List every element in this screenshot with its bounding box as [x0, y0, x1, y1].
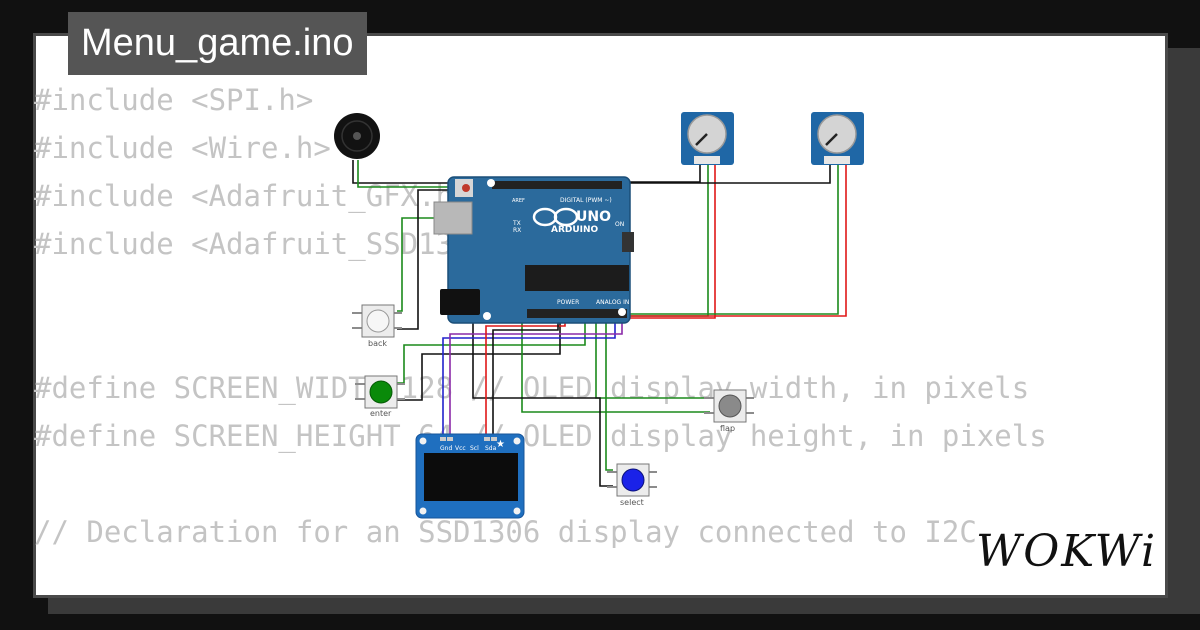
- wire: [630, 163, 831, 184]
- analog-label: ANALOG IN: [596, 299, 629, 306]
- project-title: Menu_game.ino: [68, 12, 367, 75]
- oled-pin-label: Gnd: [440, 445, 452, 452]
- oled-pin-label: Scl: [470, 445, 479, 452]
- back-button-label: back: [368, 339, 387, 348]
- wire: [397, 322, 561, 401]
- board-model: UNO: [576, 209, 611, 225]
- aref-label: AREF: [512, 198, 525, 204]
- arduino-uno-board[interactable]: ARDUINO UNO DIGITAL (PWM ~) POWER ANALOG…: [433, 176, 634, 324]
- potentiometer-2[interactable]: [811, 112, 864, 165]
- wokwi-logo: WOKWi: [976, 526, 1158, 577]
- enter-button[interactable]: enter: [355, 375, 405, 418]
- tx-label: TX: [512, 220, 521, 227]
- icsp-header: [622, 232, 634, 252]
- flap-button-label: flap: [720, 424, 735, 433]
- wire: [630, 163, 847, 317]
- oled-pin-label: Vcc: [455, 445, 466, 452]
- oled-display[interactable]: Gnd Vcc Scl Sda ★: [415, 433, 525, 519]
- wire: [521, 322, 710, 413]
- code-line: #include <Wire.h>: [34, 131, 331, 165]
- power-analog-header[interactable]: [527, 309, 627, 318]
- wire: [449, 322, 623, 438]
- select-button-label: select: [620, 498, 644, 507]
- on-label: ON: [615, 221, 624, 228]
- back-button[interactable]: back: [352, 304, 402, 348]
- code-line: #include <SPI.h>: [34, 83, 314, 117]
- board-brand: ARDUINO: [551, 225, 599, 235]
- potentiometer-1[interactable]: [681, 112, 734, 165]
- rx-label: RX: [513, 227, 521, 234]
- digital-header[interactable]: [492, 181, 622, 189]
- wire: [485, 322, 566, 438]
- code-background: #include <SPI.h> #include <Wire.h> #incl…: [34, 76, 1047, 556]
- power-label: POWER: [557, 299, 579, 306]
- oled-pin-label: Sda: [485, 445, 497, 452]
- enter-button-label: enter: [370, 409, 392, 418]
- power-jack: [440, 289, 480, 315]
- digital-label: DIGITAL (PWM ~): [560, 197, 612, 204]
- wire: [472, 322, 613, 487]
- wire: [352, 160, 465, 184]
- wire: [397, 189, 465, 330]
- flap-button[interactable]: flap: [704, 389, 754, 433]
- code-line: #include <Adafruit_GFX.h>: [34, 179, 471, 213]
- arduino-infinity-icon: [553, 207, 579, 227]
- wire: [492, 322, 559, 438]
- select-button[interactable]: select: [607, 463, 657, 507]
- atmega-chip: [525, 265, 629, 291]
- usb-port: [433, 201, 473, 235]
- code-line: // Declaration for an SSD1306 display co…: [34, 515, 977, 549]
- wire: [357, 160, 460, 188]
- buzzer[interactable]: [334, 113, 380, 159]
- oled-screen: [424, 453, 518, 501]
- star-icon: ★: [496, 439, 505, 450]
- code-line: #define SCREEN_WIDTH 128 // OLED display…: [34, 371, 1030, 405]
- wire: [442, 322, 616, 438]
